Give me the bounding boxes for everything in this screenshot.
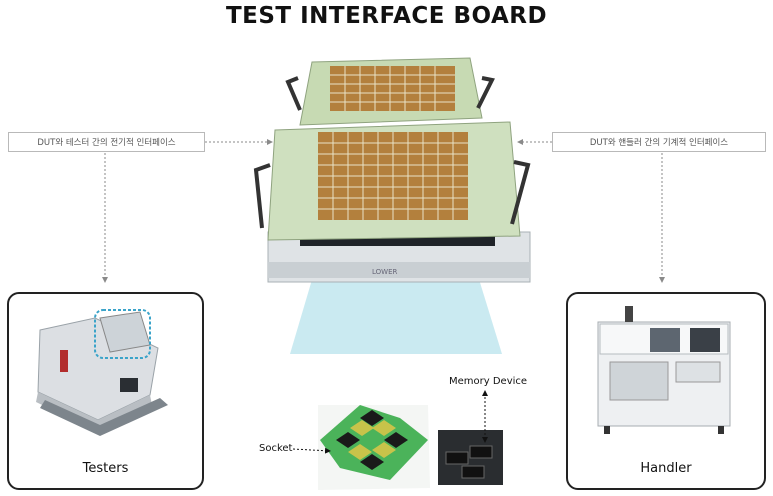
- right-interface-label: DUT와 핸들러 간의 기계적 인터페이스: [552, 132, 766, 152]
- page-title: TEST INTERFACE BOARD: [225, 3, 548, 29]
- socket-label: Socket: [259, 443, 293, 454]
- memory-device-label: Memory Device: [449, 376, 528, 387]
- upper-chip-grid: [330, 66, 455, 111]
- testers-caption: Testers: [82, 461, 129, 476]
- left-interface-label: DUT와 테스터 간의 전기적 인터페이스: [8, 132, 205, 152]
- tester-highlight-box: [94, 309, 151, 359]
- handler-caption: Handler: [640, 461, 692, 476]
- board-mark: LOWER: [372, 268, 398, 276]
